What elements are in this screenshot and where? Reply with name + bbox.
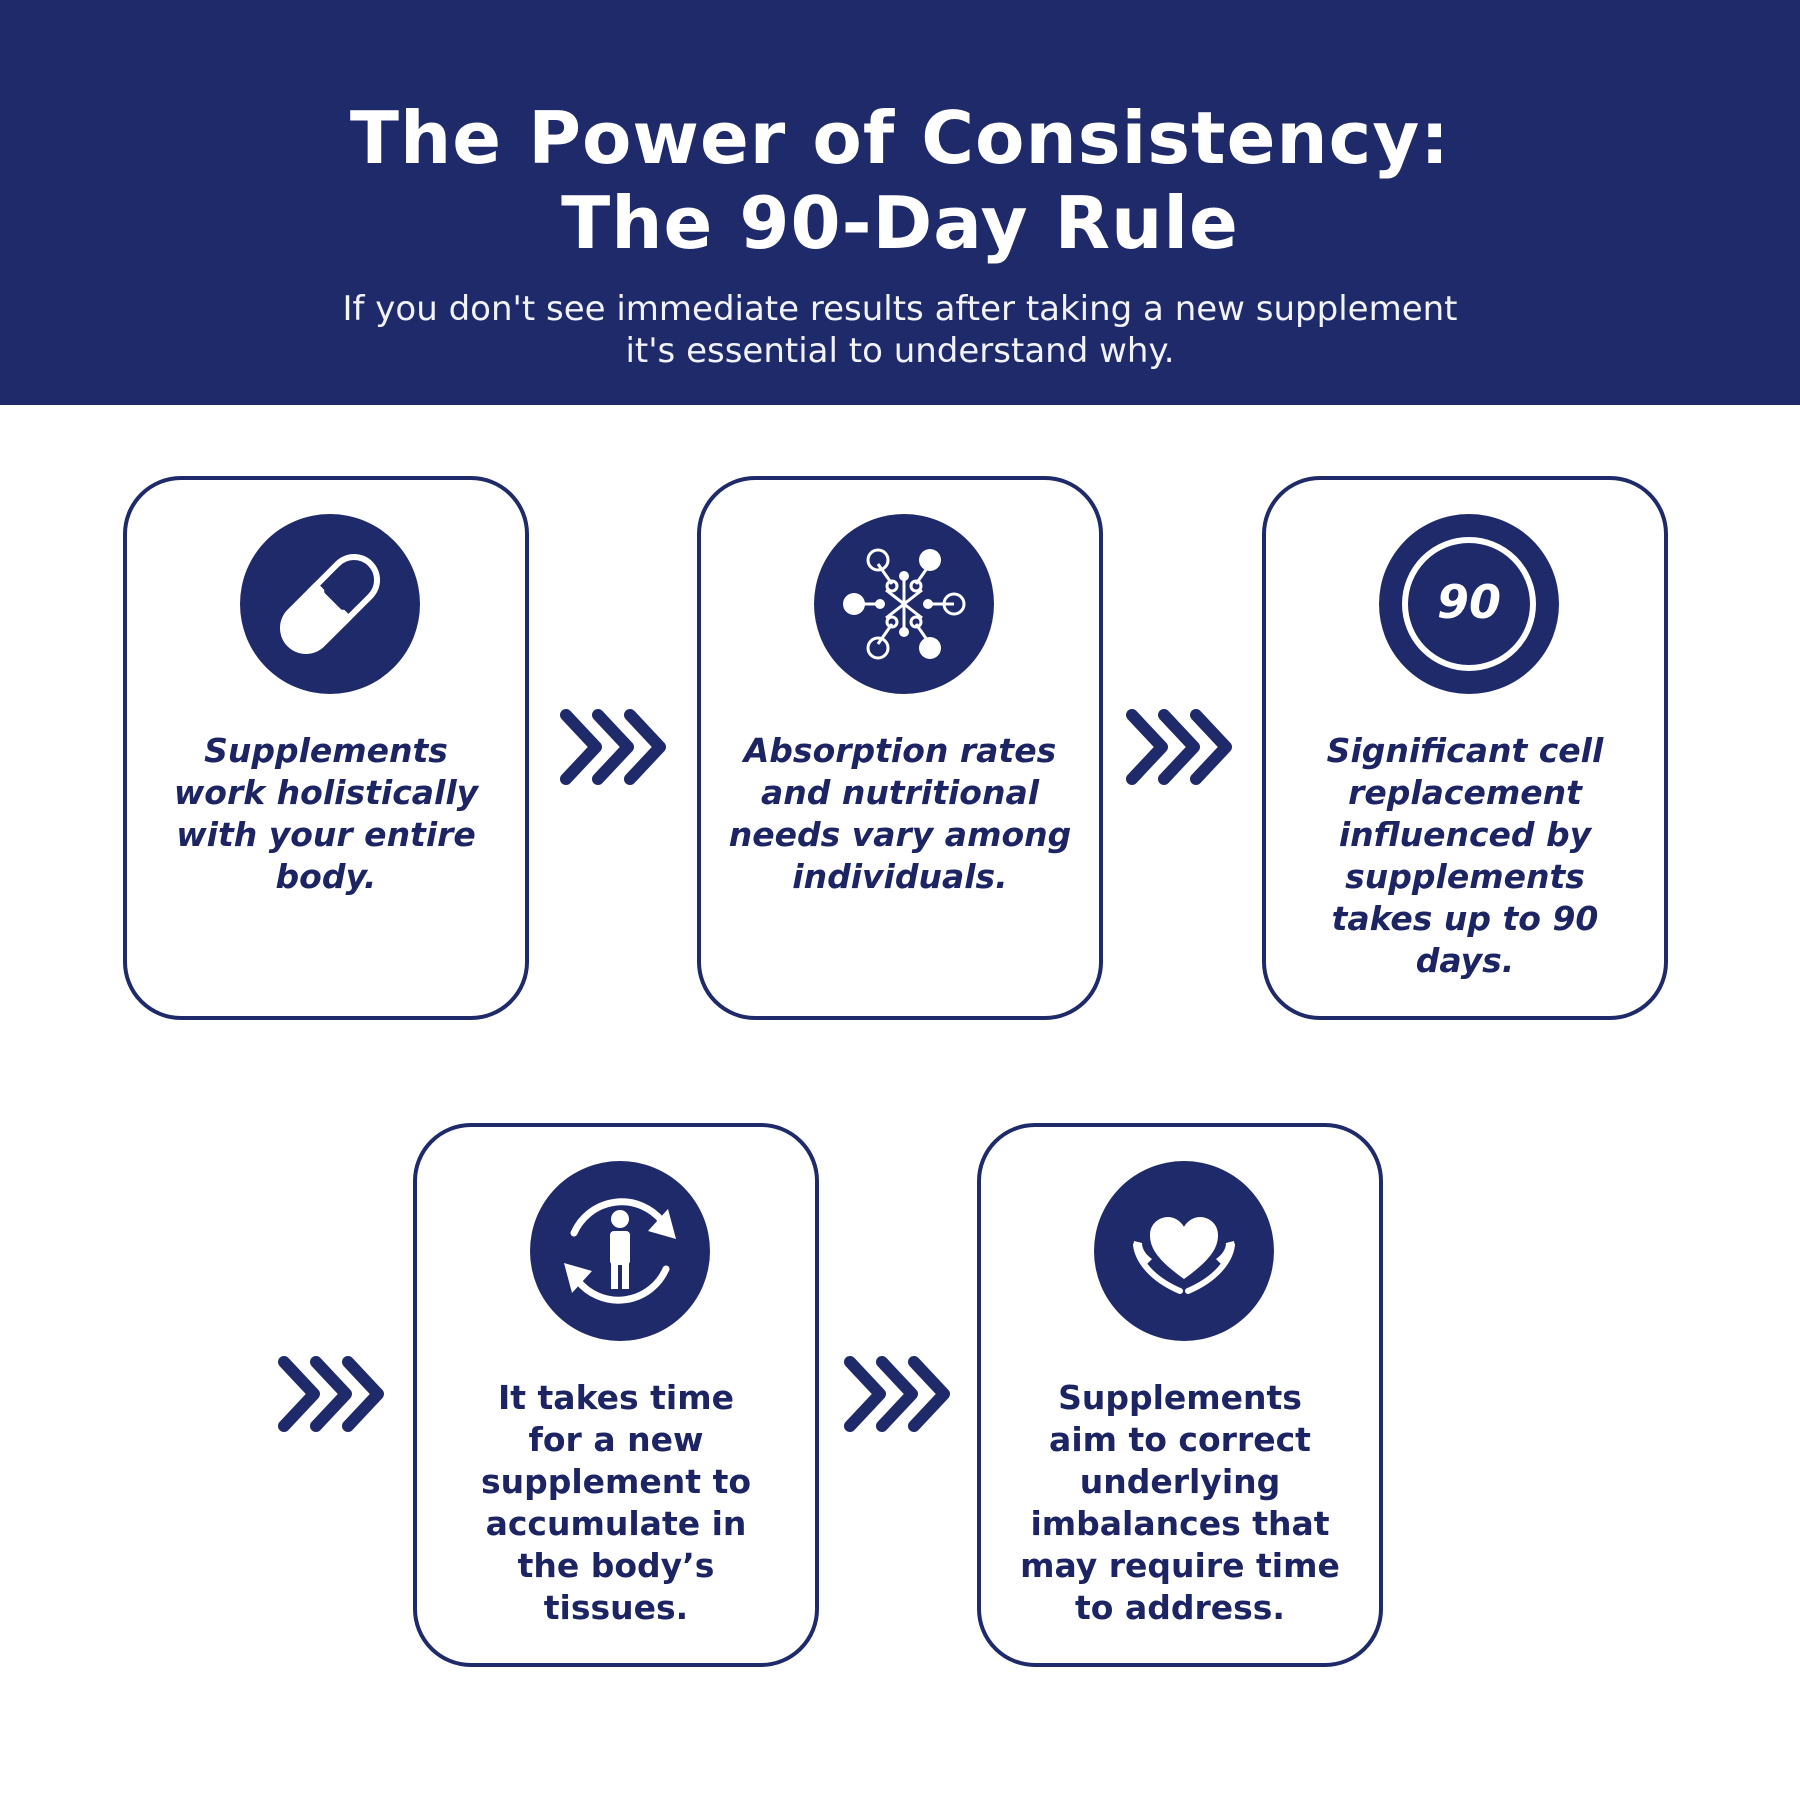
subtitle-line-1: If you don't see immediate results after… <box>342 289 1458 329</box>
page-title-line-1: The Power of Consistency: <box>349 96 1451 180</box>
card-absorption-rates: Absorption rates and nutritional needs v… <box>697 476 1103 1020</box>
card-correct-imbalances: Supplements aim to correct underlying im… <box>977 1123 1383 1667</box>
body-cycle-icon <box>530 1161 710 1341</box>
page-title-line-2: The 90-Day Rule <box>561 181 1239 265</box>
triple-chevron-arrow-icon <box>1126 709 1232 785</box>
subtitle-line-2: it's essential to understand why. <box>625 331 1175 371</box>
card-text: Supplements work holistically with your … <box>173 731 479 896</box>
heart-hands-icon <box>1094 1161 1274 1341</box>
header-banner: The Power of Consistency: The 90-Day Rul… <box>0 0 1800 405</box>
card-supplements-holistic: Supplements work holistically with your … <box>123 476 529 1020</box>
triple-chevron-arrow-icon <box>560 709 666 785</box>
capsule-icon <box>240 514 420 694</box>
triple-chevron-arrow-icon <box>844 1356 950 1432</box>
card-accumulate-time: It takes time for a new supplement to ac… <box>413 1123 819 1667</box>
card-text: Supplements aim to correct underlying im… <box>1020 1378 1340 1627</box>
card-text: Absorption rates and nutritional needs v… <box>728 731 1072 896</box>
triple-chevron-arrow-icon <box>278 1356 384 1432</box>
card-cell-replacement: 90 Significant cell replacement influenc… <box>1262 476 1668 1020</box>
badge-number: 90 <box>1437 575 1501 629</box>
card-text: It takes time for a new supplement to ac… <box>480 1378 752 1627</box>
molecule-icon <box>814 514 994 694</box>
card-text: Significant cell replacement influenced … <box>1326 731 1604 980</box>
ninety-badge-icon: 90 <box>1379 514 1559 694</box>
